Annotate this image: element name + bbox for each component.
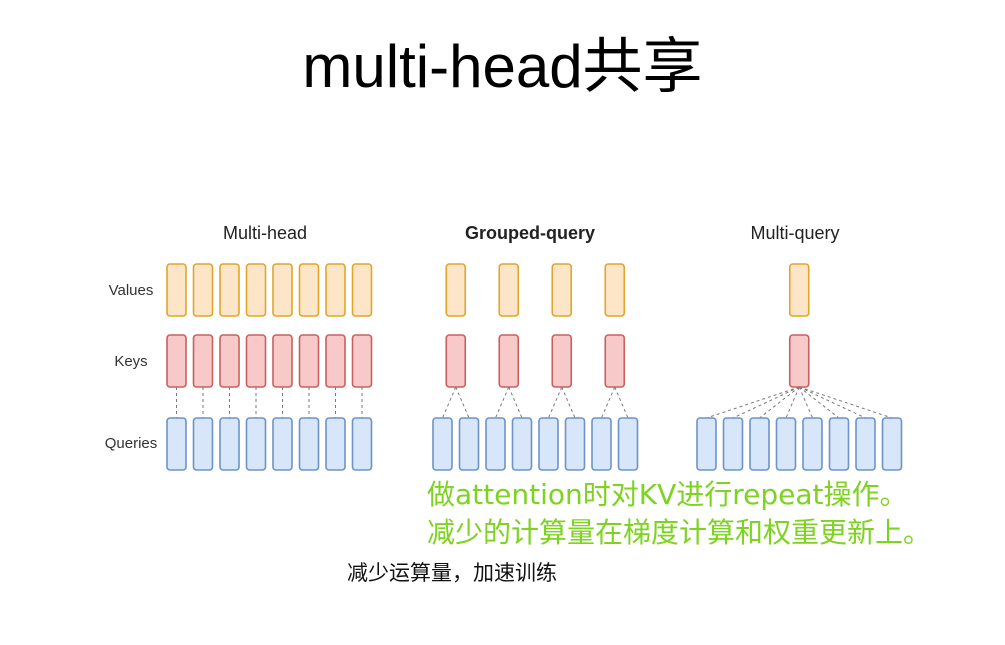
panel-title-grouped-query: Grouped-query: [465, 223, 595, 243]
query-key-connector: [799, 386, 893, 419]
key-head-block: [788, 334, 810, 388]
panel-title-multi-head: Multi-head: [223, 223, 307, 243]
query-key-connector: [508, 386, 523, 419]
value-head-block: [192, 263, 214, 317]
query-key-connector: [799, 386, 866, 419]
query-head-block: [591, 417, 612, 471]
value-head-block: [551, 263, 573, 317]
key-head-block: [445, 334, 467, 388]
value-head-block: [245, 263, 267, 317]
key-head-block: [272, 334, 293, 388]
value-head-block: [219, 263, 240, 317]
value-head-block: [604, 263, 626, 317]
query-key-connector: [495, 386, 510, 419]
value-head-block: [298, 263, 320, 317]
query-head-block: [855, 417, 876, 471]
query-key-connector: [614, 386, 629, 419]
annotation-line-2: 减少的计算量在梯度计算和权重更新上。: [427, 516, 932, 549]
query-head-block: [458, 417, 480, 471]
query-key-connector: [455, 386, 470, 419]
query-head-block: [219, 417, 240, 471]
query-head-block: [564, 417, 586, 471]
annotation-line-1: 做attention时对KV进行repeat操作。: [427, 478, 908, 511]
query-head-block: [696, 417, 717, 471]
caption: 减少运算量，加速训练: [347, 561, 557, 585]
query-key-connector: [601, 386, 616, 419]
row-label-queries: Queries: [105, 435, 158, 452]
query-key-connector: [759, 386, 800, 419]
key-head-block: [325, 334, 346, 388]
query-head-block: [325, 417, 346, 471]
key-head-block: [498, 334, 520, 388]
key-head-block: [604, 334, 626, 388]
value-head-block: [272, 263, 293, 317]
value-head-block: [498, 263, 520, 317]
query-key-connector: [798, 386, 840, 419]
key-head-block: [166, 334, 187, 388]
value-head-block: [445, 263, 467, 317]
key-head-block: [192, 334, 214, 388]
value-head-block: [325, 263, 346, 317]
key-head-block: [245, 334, 267, 388]
key-head-block: [219, 334, 240, 388]
query-head-block: [485, 417, 506, 471]
query-head-block: [511, 417, 533, 471]
query-head-block: [245, 417, 267, 471]
query-head-block: [802, 417, 823, 471]
query-head-block: [775, 417, 797, 471]
query-key-connector: [561, 386, 576, 419]
query-head-block: [351, 417, 373, 471]
query-head-block: [828, 417, 850, 471]
query-key-connector: [706, 386, 800, 419]
query-key-connector: [442, 386, 457, 419]
query-head-block: [166, 417, 187, 471]
panel-title-multi-query: Multi-query: [750, 223, 839, 243]
row-label-keys: Keys: [114, 353, 147, 370]
query-head-block: [192, 417, 214, 471]
value-head-block: [788, 263, 810, 317]
key-head-block: [298, 334, 320, 388]
key-head-block: [551, 334, 573, 388]
slide-title: multi-head共享: [302, 33, 703, 100]
query-head-block: [881, 417, 903, 471]
query-key-connector: [732, 386, 800, 419]
value-head-block: [351, 263, 373, 317]
query-key-connector: [548, 386, 563, 419]
value-head-block: [166, 263, 187, 317]
query-head-block: [298, 417, 320, 471]
key-head-block: [351, 334, 373, 388]
row-label-values: Values: [109, 282, 154, 299]
query-head-block: [432, 417, 453, 471]
query-head-block: [617, 417, 639, 471]
query-head-block: [749, 417, 770, 471]
query-head-block: [538, 417, 559, 471]
query-head-block: [722, 417, 744, 471]
query-head-block: [272, 417, 293, 471]
